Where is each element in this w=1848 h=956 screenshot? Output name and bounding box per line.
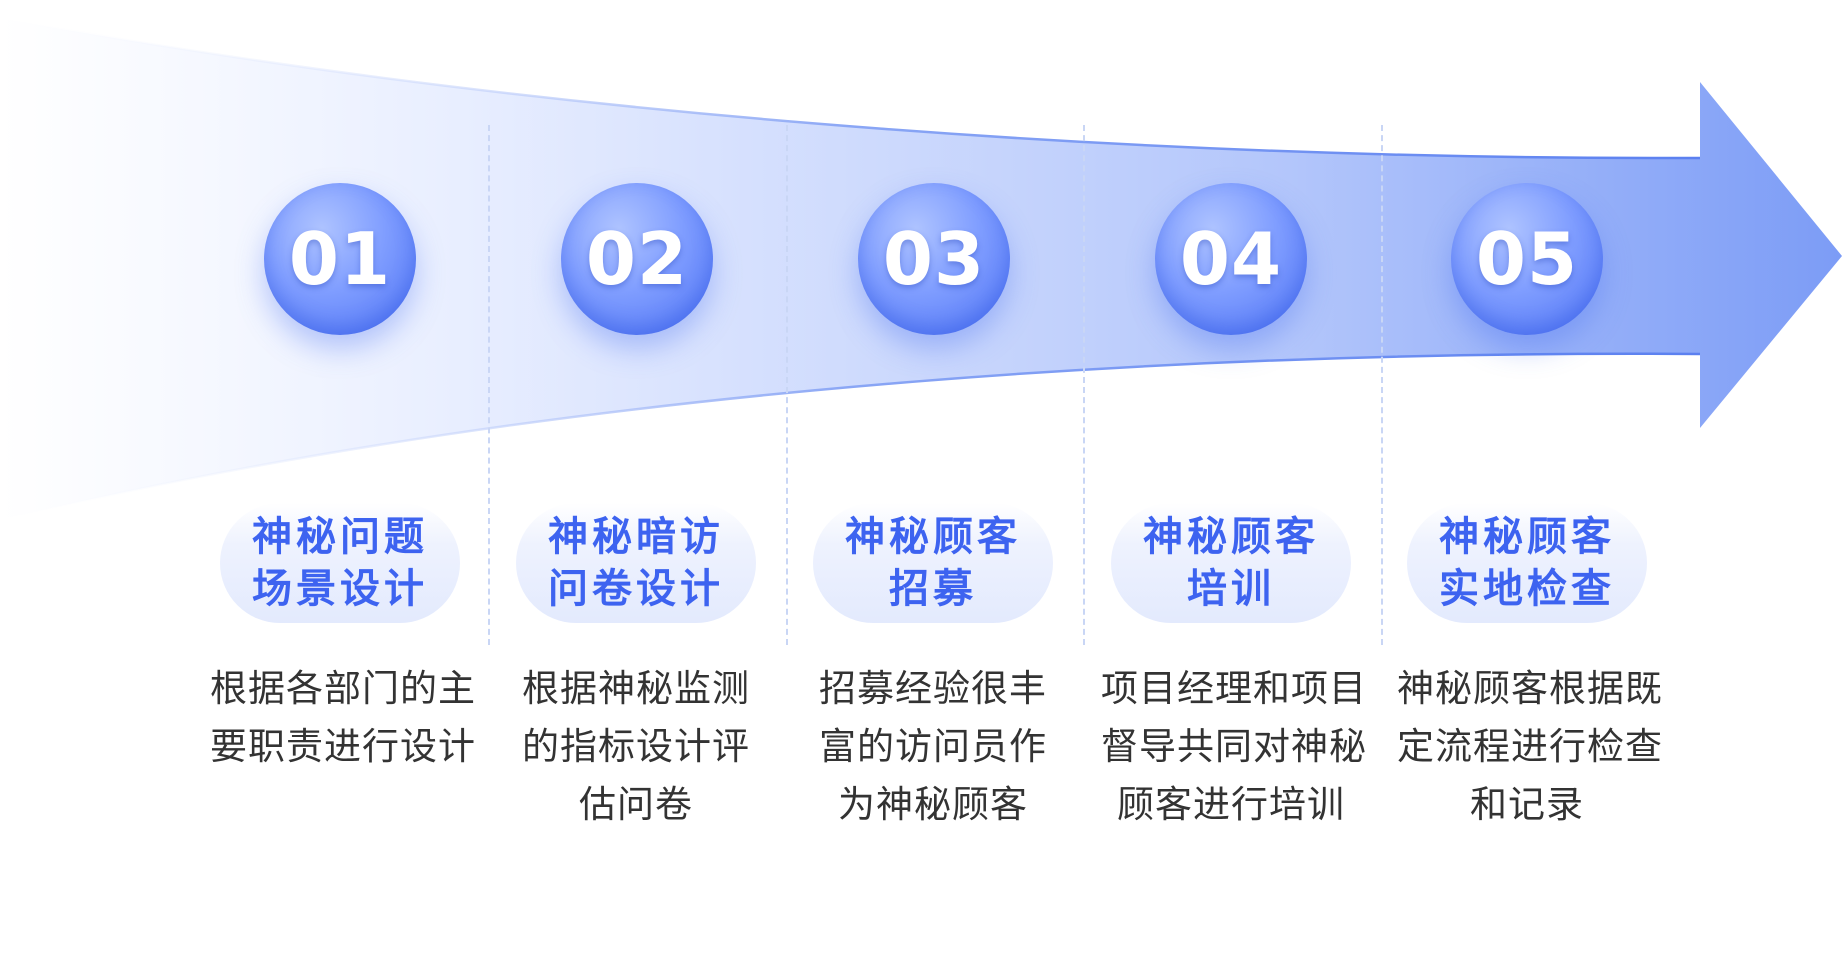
step-description-line: 项目经理和项目 xyxy=(1101,667,1367,710)
arrow-bottom-edge xyxy=(0,352,1701,522)
step-title-pill: 神秘顾客 实地检查 xyxy=(1407,503,1647,623)
step-title-pill: 神秘顾客 培训 xyxy=(1111,503,1351,623)
step-description-line: 富的访问员作 xyxy=(819,725,1047,768)
step-description-line: 根据神秘监测 xyxy=(522,667,750,710)
step-description-line: 招募经验很丰 xyxy=(819,667,1047,710)
step-description-line: 定流程进行检查 xyxy=(1397,725,1663,768)
step-description-line: 为神秘顾客 xyxy=(838,783,1028,826)
step-description: 神秘顾客根据既 定流程进行检查 和记录 xyxy=(1397,660,1663,834)
step-description-line: 的指标设计评 xyxy=(522,725,750,768)
step-description-line: 顾客进行培训 xyxy=(1117,783,1345,826)
step-description-line: 神秘顾客根据既 xyxy=(1397,667,1663,710)
divider-3 xyxy=(1083,125,1085,645)
step-title-pill: 神秘顾客 招募 xyxy=(813,503,1053,623)
step-number-badge: 03 xyxy=(858,183,1010,335)
step-description-line: 根据各部门的主 xyxy=(210,667,476,710)
step-title-line: 培训 xyxy=(1187,566,1275,612)
step-description: 根据神秘监测 的指标设计评 估问卷 xyxy=(506,660,766,834)
step-title-line: 神秘顾客 xyxy=(845,514,1021,560)
step-number: 04 xyxy=(1179,217,1283,301)
step-title-line: 神秘顾客 xyxy=(1439,514,1615,560)
step-title-line: 问卷设计 xyxy=(548,566,724,612)
divider-1 xyxy=(488,125,490,645)
step-description: 项目经理和项目 督导共同对神秘 顾客进行培训 xyxy=(1101,660,1367,834)
step-number: 01 xyxy=(288,217,392,301)
step-description: 根据各部门的主 要职责进行设计 xyxy=(210,660,476,776)
step-description-line: 要职责进行设计 xyxy=(210,725,476,768)
divider-2 xyxy=(786,125,788,645)
step-title-line: 实地检查 xyxy=(1439,566,1615,612)
step-title-line: 神秘问题 xyxy=(252,514,428,560)
step-number-badge: 01 xyxy=(264,183,416,335)
step-title-line: 招募 xyxy=(889,566,977,612)
divider-4 xyxy=(1381,125,1383,645)
step-description-line: 和记录 xyxy=(1470,783,1584,826)
step-title-line: 神秘顾客 xyxy=(1143,514,1319,560)
step-number-badge: 04 xyxy=(1155,183,1307,335)
step-number: 03 xyxy=(882,217,986,301)
step-title-pill: 神秘暗访 问卷设计 xyxy=(516,503,756,623)
step-number: 02 xyxy=(585,217,689,301)
step-title-pill: 神秘问题 场景设计 xyxy=(220,503,460,623)
step-title-line: 场景设计 xyxy=(252,566,428,612)
step-number-badge: 02 xyxy=(561,183,713,335)
arrow-top-edge xyxy=(0,16,1701,160)
step-number-badge: 05 xyxy=(1451,183,1603,335)
step-number: 05 xyxy=(1475,217,1579,301)
step-description-line: 估问卷 xyxy=(579,783,693,826)
step-description: 招募经验很丰 富的访问员作 为神秘顾客 xyxy=(803,660,1063,834)
step-description-line: 督导共同对神秘 xyxy=(1101,725,1367,768)
step-title-line: 神秘暗访 xyxy=(548,514,724,560)
